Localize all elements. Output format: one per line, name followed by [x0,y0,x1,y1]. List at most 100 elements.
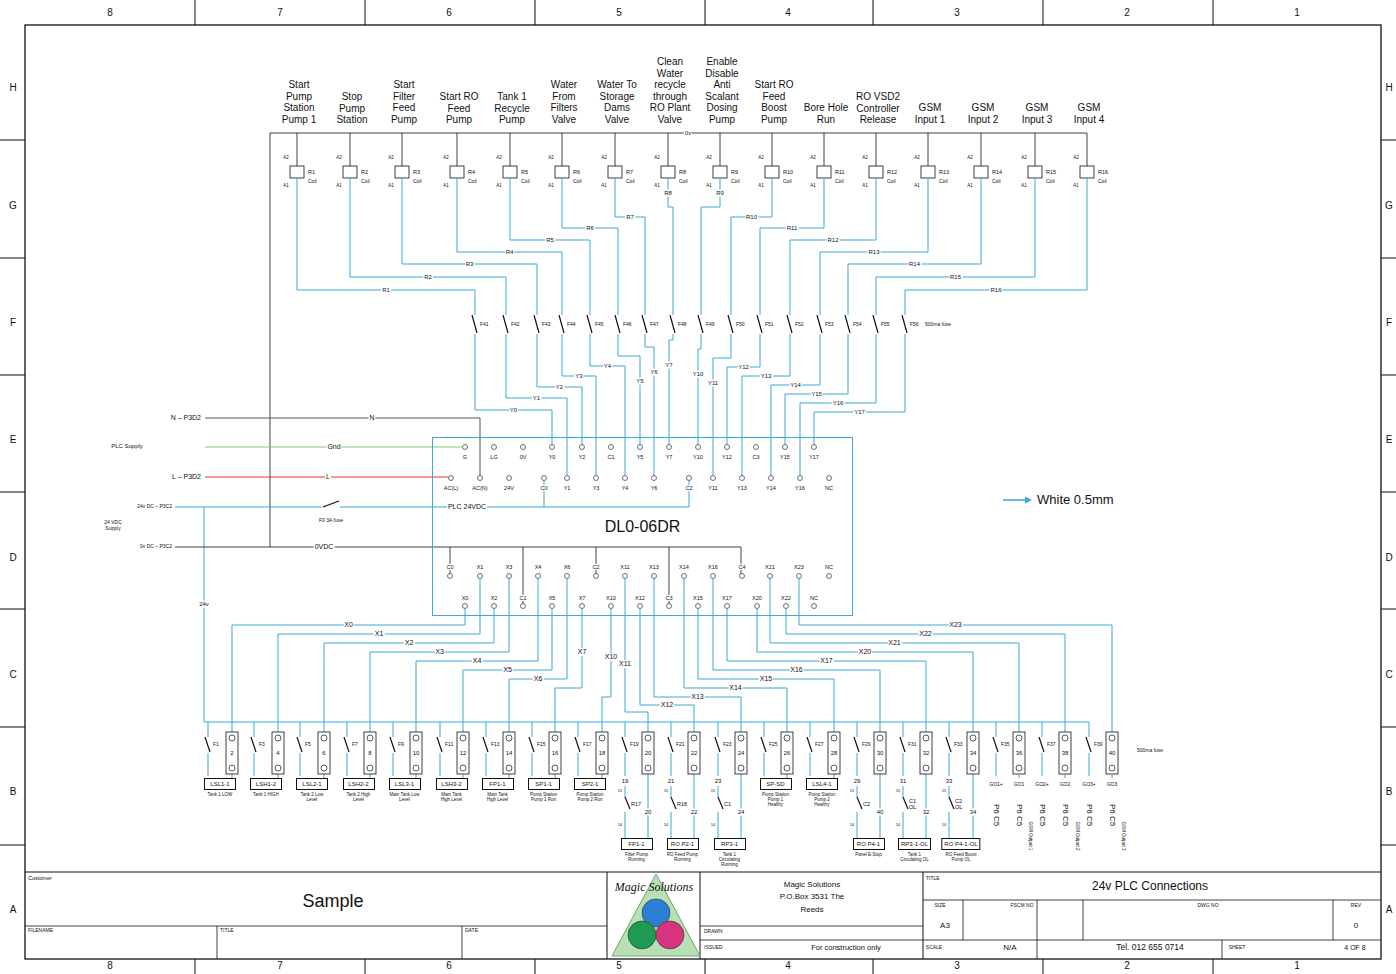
zone-tick [1381,375,1396,376]
terminal-screw [1016,765,1022,771]
wire [208,722,209,737]
terminal-screw [691,735,697,741]
coil-label: A2 [914,155,920,160]
terminal-circle [682,574,687,579]
device-box: LSL1-1Tank 1 LOW [204,778,236,797]
device-tag: LSL3-1 [389,778,421,790]
coil-lead [824,133,825,166]
coil-label: R15 [1046,169,1056,175]
coil-label: Coil [939,179,948,185]
device-box: LSH3-2Main Tank High Level [436,778,468,802]
terminal-label: Y4 [621,485,630,491]
fuse-label: F25 [769,742,778,748]
terminal-block [1013,732,1025,774]
logo-circle [628,921,656,949]
terminal-label: X1 [476,564,485,570]
grid-reference: G [1385,200,1393,212]
title-block-text: TITLE [926,876,940,882]
terminal-block [1106,732,1118,774]
wire [475,334,552,445]
zero-volt-bus [270,133,1087,134]
contact-label: 24 [737,809,746,816]
coil-label: Coil [361,179,370,185]
relay-coil [503,166,517,178]
fuse-symbol [615,315,620,333]
terminal-label: C3 [664,595,673,601]
signal-wire [713,616,880,838]
terminal-number: 14 [506,750,513,757]
terminal-block [781,732,793,774]
fuse-label: F11 [445,742,453,748]
relay-coil [290,166,304,178]
terminal-block [874,732,886,774]
wire [640,609,641,617]
fuse-label: F41 [480,322,489,328]
coil-lead [876,133,877,166]
terminal-screw [877,765,883,771]
coil-label: A2 [283,155,289,160]
terminal-label: X20 [751,595,763,601]
contact-label: 31 [900,778,907,785]
wire-number: X10 [604,652,618,660]
wire-number: X12 [660,701,674,709]
coil-label: R7 [626,169,633,175]
wire [848,178,981,315]
device-description: Tank 1 Circulating Running [713,852,747,868]
contact-label: 15 [664,789,668,794]
zone-tick [535,959,536,974]
gsm-output-label: P6 C5 [1084,804,1093,826]
wire-number: X2 [404,639,415,647]
coil-label: A1 [862,183,868,188]
title-block-line [1037,900,1038,959]
device-description: Pump Station Pump 2 Run [575,792,605,802]
signal-wire [698,616,834,778]
relay-coil [869,166,883,178]
wire [786,616,1065,732]
wire [645,334,654,476]
fuse-label: F37 [1047,742,1056,748]
grid-reference: C [1385,669,1392,681]
relay-heading: Clean Water recycle through RO Plant Val… [647,56,693,125]
coil-label: A2 [1021,155,1027,160]
wire [615,178,645,315]
wire [1089,753,1090,776]
fuse-label: F44 [567,322,576,328]
wire [297,178,475,315]
wire [480,579,481,617]
coil-label: A2 [601,155,607,160]
fuse-label: F49 [706,322,715,328]
title-block-text: A3 [940,921,950,930]
dc-bus [204,722,1089,723]
zone-tick [0,845,25,846]
terminal-label: C1 [518,595,527,601]
logo-triangle [612,874,700,956]
zone-tick [1381,727,1396,728]
title-block-line [963,900,964,940]
fuse-symbol [205,737,210,752]
wire-number: X4 [472,657,483,665]
title-block-text: 0 [1354,921,1358,930]
zone-tick [0,727,25,728]
terminal-label: NC [824,485,834,491]
title-block-text: SHEET [1229,945,1246,951]
wire [393,722,394,737]
fuse-label: F21 [676,742,685,748]
terminal-block [920,732,932,774]
gsm-terminal-label: GO2+ [1035,782,1048,788]
terminal-circle [565,574,570,579]
fuse-symbol [297,737,302,752]
fuse-symbol [845,315,850,333]
terminal-screw [784,765,790,771]
relay-heading: Water To Storage Dams Valve [594,79,640,125]
fuse-symbol [1039,737,1044,752]
wire [857,753,858,776]
title-block-text: FSCM NO [1010,903,1033,909]
grid-reference: 7 [277,960,283,972]
fuse-label: F19 [630,742,639,748]
grid-reference: 6 [446,7,452,19]
fuse-symbol [587,315,592,333]
terminal-circle [507,476,512,481]
signal-wire [757,616,973,838]
fuse-label: F50 [736,322,745,328]
